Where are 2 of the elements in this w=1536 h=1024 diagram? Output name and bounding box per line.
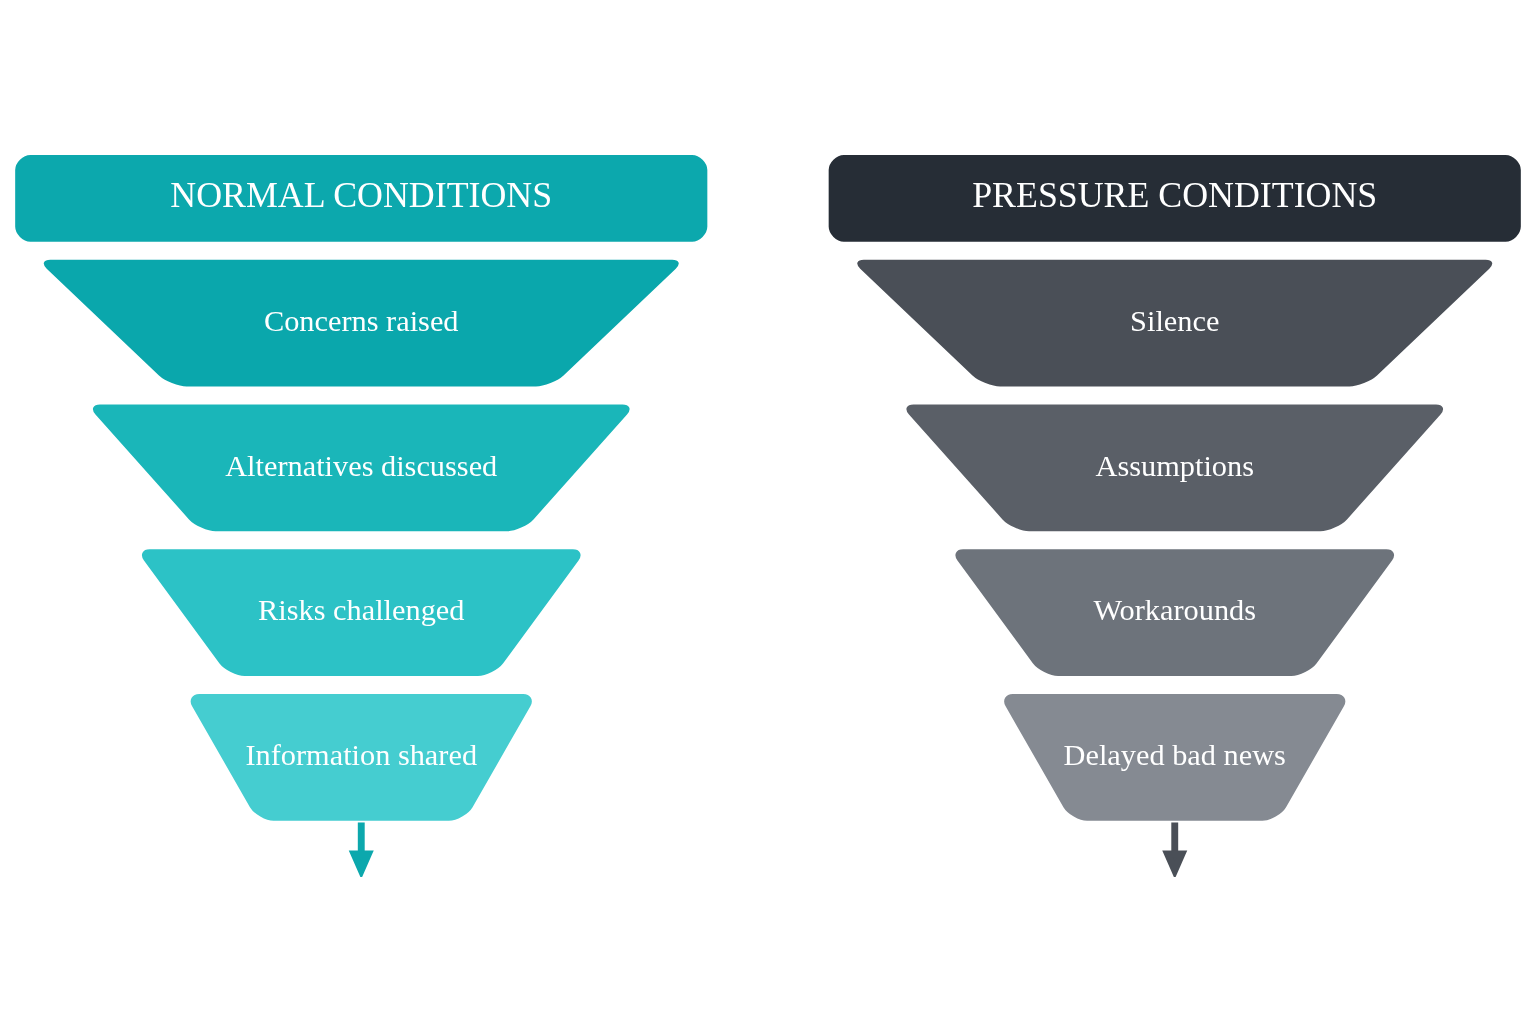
arrow [1162,822,1188,877]
arrow [348,822,374,877]
